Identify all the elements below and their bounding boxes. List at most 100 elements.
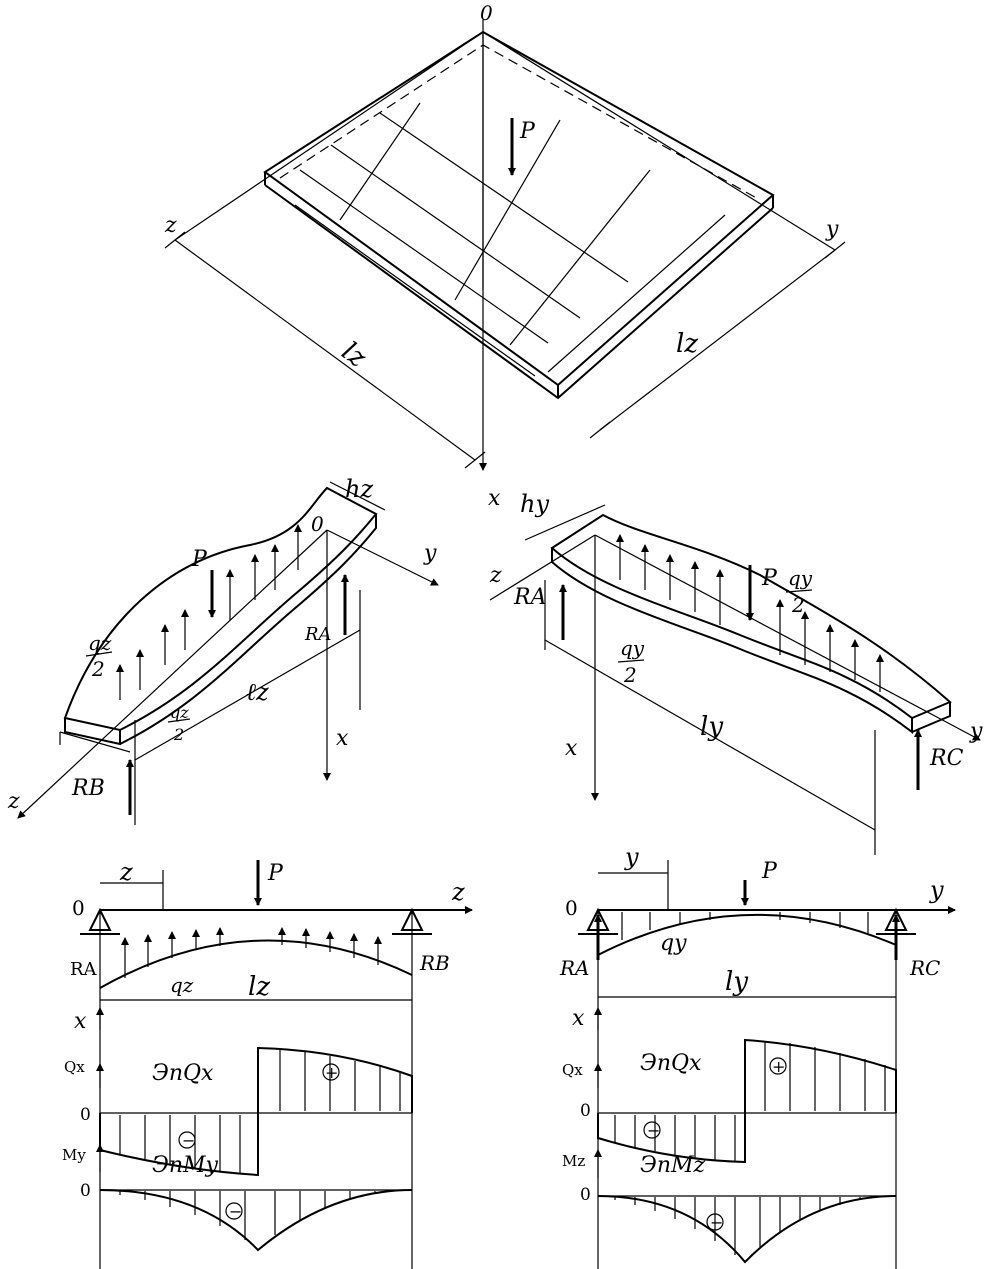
dl-moment-diagram [96, 1144, 413, 1252]
dl-coord-label: z [119, 858, 133, 886]
dr-supports [578, 907, 916, 935]
beam-y-x-label: x [565, 736, 578, 761]
dr-shear-axis-label: Qx [562, 1061, 583, 1079]
dl-shear-diagram [96, 1046, 413, 1177]
beam-z-z-label: z [7, 789, 20, 814]
dl-origin-label: 0 [72, 896, 85, 920]
dl-moment-title: ЭпMy [152, 1153, 219, 1178]
dr-moment-diagram [594, 1149, 897, 1264]
dr-coord-dim [598, 860, 669, 910]
beam-z-body [59, 486, 378, 753]
plate-outline [263, 30, 775, 400]
dl-reaction-a-label: RA [70, 959, 98, 980]
dl-supports [80, 907, 432, 935]
beam-y-reaction-c-label: RC [929, 746, 964, 771]
dl-load-curve-label: qz [170, 973, 194, 997]
plate-view: 0 P z y x lz lz [164, 1, 846, 511]
beam-y-z-label: z [489, 563, 502, 588]
beam-z-bot-load-num: qz [170, 703, 189, 722]
beam-z-reaction-b-label: RB [71, 776, 105, 801]
dr-shear-zero: 0 [580, 1101, 591, 1121]
dr-shear-title: ЭпQx [640, 1051, 702, 1076]
dr-reaction-c-label: RC [909, 956, 940, 980]
dr-reaction-a-label: RA [559, 956, 590, 980]
beam-z-x-label: x [336, 726, 349, 751]
dl-span-label: lz [248, 972, 270, 1002]
beam-z-top-load-num: qz [88, 631, 112, 655]
beam-z-reaction-a-label: RA [304, 624, 332, 645]
dr-span-dim [597, 910, 897, 1269]
beam-z-bot-load-bar [167, 718, 191, 723]
dr-minus-sign-m: − [710, 1213, 723, 1232]
plate-origin-label: 0 [480, 1, 493, 25]
dl-minus-sign-q: − [182, 1131, 195, 1150]
beam-z-thickness-dim [329, 481, 386, 511]
dl-shear-title: ЭпQx [152, 1061, 214, 1086]
beam-y-axes [489, 534, 981, 855]
dl-load-arrows [121, 927, 382, 978]
dl-coord-dim [100, 870, 164, 910]
dr-load-curve-label: qy [660, 931, 687, 956]
beam-y-reaction-a-label: RA [513, 585, 546, 610]
beam-y-top-load-num: qy [788, 566, 813, 590]
plate-dim-left: lz [336, 336, 372, 373]
dr-x-label: x [572, 1006, 585, 1031]
beam-z-bot-load-den: 2 [173, 725, 184, 744]
dl-shear-zero: 0 [80, 1105, 91, 1125]
dl-span-dim [99, 910, 413, 1269]
beam-y-span-label: ly [700, 712, 723, 742]
beam-z-y-label: y [423, 541, 437, 566]
beam-y-body [550, 513, 952, 735]
beam-y-bot-load-bar [617, 659, 645, 663]
beam-z-span-label: ℓz [246, 678, 269, 706]
beam-z-thickness-label: hz [345, 475, 373, 503]
dr-shear-diagram [594, 1038, 897, 1164]
beam-y-bot-load-num: qy [620, 636, 645, 660]
dr-load-curve [597, 913, 897, 956]
plate-grid [294, 32, 726, 377]
beam-z-load-label: P [191, 547, 208, 572]
dr-span-label: ly [725, 967, 748, 997]
dl-shear-axis-label: Qx [64, 1058, 85, 1076]
dr-origin-label: 0 [565, 896, 578, 920]
plate-load-label: P [519, 119, 536, 144]
dr-plus-sign: + [772, 1057, 785, 1076]
dr-axis-label: y [929, 876, 944, 904]
beam-y-thickness-label: hy [520, 490, 549, 518]
beam-y-top-load-den: 2 [791, 593, 805, 617]
beam-y-top-load-bar [785, 589, 813, 593]
beam-y-load-label: P [761, 566, 778, 591]
dl-x-label: x [74, 1009, 87, 1034]
dr-load-label: P [761, 859, 778, 884]
beam-y-bot-load-den: 2 [623, 663, 637, 687]
plate-dim-right: lz [676, 329, 698, 359]
beam-z-view: hz 0 P y x z qz 2 qz 2 RA RB ℓz [7, 475, 439, 825]
beam-z-top-load-bar [85, 651, 113, 657]
dr-minus-sign-q: − [647, 1121, 660, 1140]
dl-axis-label: z [451, 878, 465, 906]
beam-y-thickness-dim [524, 504, 606, 541]
dr-moment-title: ЭпMz [640, 1153, 706, 1178]
beam-y-load-arrows [616, 534, 884, 692]
diagram-left: 0 z P z RA RB qz lz x Qx ЭпQx 0 + − My Э… [62, 858, 473, 1269]
dl-moment-axis-label: My [62, 1146, 86, 1164]
dr-moment-axis-label: Mz [562, 1152, 585, 1170]
plate-z-label: z [164, 213, 177, 238]
dr-coord-label: y [624, 843, 639, 871]
dl-load-curve [99, 939, 413, 989]
plate-y-label: y [825, 217, 839, 242]
plate-x-label: x [488, 486, 501, 511]
beam-z-load-arrows [116, 524, 302, 700]
dl-plus-sign: + [325, 1063, 338, 1082]
dl-moment-zero: 0 [80, 1181, 91, 1201]
dl-minus-sign-m: − [229, 1202, 242, 1221]
plate-axes [164, 20, 846, 471]
dr-moment-zero: 0 [580, 1185, 591, 1205]
dl-load-label: P [267, 861, 284, 886]
beam-z-origin-label: 0 [311, 512, 324, 536]
dl-reaction-b-label: RB [419, 951, 450, 975]
dr-load-arrows [621, 912, 869, 940]
beam-y-y-label: y [969, 719, 983, 744]
beam-z-top-load-den: 2 [91, 657, 105, 681]
